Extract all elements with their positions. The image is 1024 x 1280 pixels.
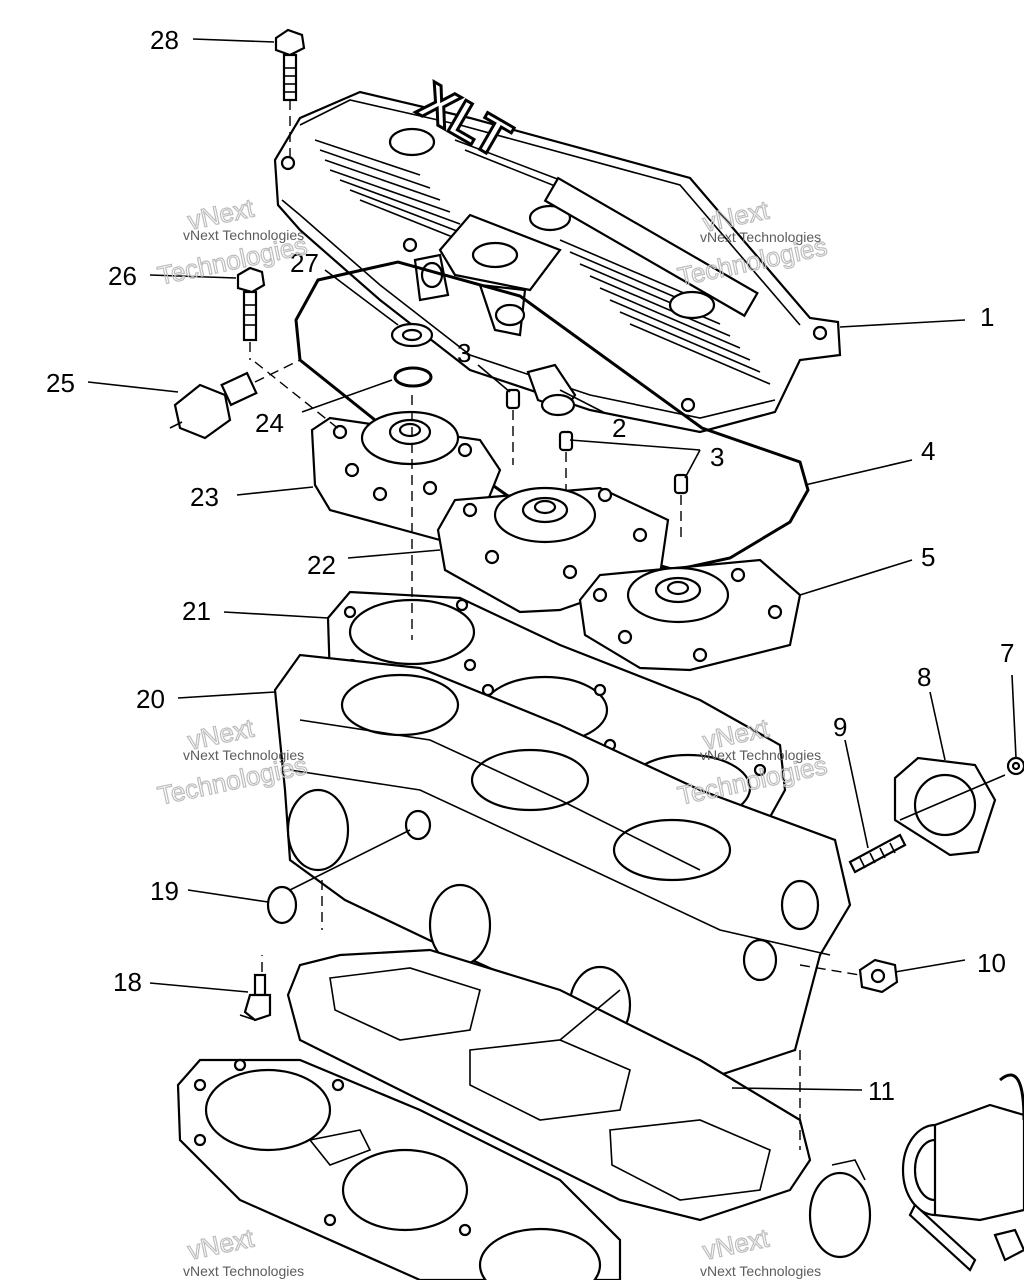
callout-3-upper: 3 bbox=[457, 338, 471, 368]
callout-24: 24 bbox=[255, 408, 284, 438]
part-24-o-ring bbox=[393, 366, 433, 388]
part-3-dowel-pins bbox=[505, 388, 689, 540]
part-9-stud bbox=[848, 833, 907, 874]
part-18-fitting bbox=[239, 955, 272, 1022]
callout-27: 27 bbox=[290, 248, 319, 278]
part-1-head-cover: XLT EXTRA LITE TRIPLE bbox=[273, 71, 842, 434]
callout-4: 4 bbox=[921, 436, 935, 466]
callout-9: 9 bbox=[833, 712, 847, 742]
part-19-plug bbox=[266, 829, 411, 925]
callout-3-lower: 3 bbox=[710, 442, 724, 472]
part-8-cover-plate bbox=[893, 756, 997, 857]
part-20-cylinder-block bbox=[273, 653, 852, 1077]
leader-lines bbox=[87, 38, 1017, 1091]
callout-1: 1 bbox=[980, 302, 994, 332]
callout-26: 26 bbox=[108, 261, 137, 291]
part-22-combustion-dome bbox=[436, 486, 670, 614]
callout-25: 25 bbox=[46, 368, 75, 398]
callout-22: 22 bbox=[307, 550, 336, 580]
part-7-nut bbox=[1006, 756, 1024, 776]
callout-10: 10 bbox=[977, 948, 1006, 978]
part-11-base-gasket bbox=[286, 948, 812, 1222]
part-27-washer bbox=[390, 322, 434, 348]
part-10-flange-nut bbox=[858, 958, 899, 994]
callout-19: 19 bbox=[150, 876, 179, 906]
callout-8: 8 bbox=[917, 662, 931, 692]
lower-cylinder-gasket bbox=[176, 1058, 622, 1280]
callout-5: 5 bbox=[921, 542, 935, 572]
part-28-bolt bbox=[274, 28, 306, 160]
svg-text:vNext Technologies: vNext Technologies bbox=[700, 229, 821, 245]
watermark-bottom-left: vNext vNext Technologies bbox=[183, 1222, 304, 1279]
callout-2: 2 bbox=[612, 413, 626, 443]
callout-20: 20 bbox=[136, 684, 165, 714]
watermark-bottom-right: vNext vNext Technologies bbox=[699, 1222, 821, 1279]
svg-text:vNext Technologies: vNext Technologies bbox=[183, 227, 304, 243]
part-25-temperature-sensor bbox=[169, 359, 301, 440]
callout-11: 11 bbox=[868, 1076, 895, 1106]
svg-text:vNext Technologies: vNext Technologies bbox=[700, 747, 821, 763]
callout-18: 18 bbox=[113, 967, 142, 997]
svg-text:vNext: vNext bbox=[700, 1223, 772, 1266]
svg-text:vNext Technologies: vNext Technologies bbox=[700, 1263, 821, 1279]
part-2-elbow-fitting bbox=[526, 363, 577, 417]
callout-21: 21 bbox=[182, 596, 211, 626]
svg-text:vNext Technologies: vNext Technologies bbox=[183, 747, 304, 763]
svg-text:vNext Technologies: vNext Technologies bbox=[183, 1263, 304, 1279]
alignment-lines bbox=[321, 395, 1006, 1150]
callout-28: 28 bbox=[150, 25, 179, 55]
part-26-bolt bbox=[236, 266, 341, 431]
part-5-combustion-dome bbox=[578, 558, 802, 672]
callout-labels: 28 26 27 25 24 23 22 21 20 19 18 1 2 3 3… bbox=[46, 25, 1014, 1106]
callout-7: 7 bbox=[1000, 638, 1014, 668]
svg-text:vNext: vNext bbox=[185, 1223, 257, 1266]
callout-23: 23 bbox=[190, 482, 219, 512]
intake-boot bbox=[808, 1073, 1024, 1272]
